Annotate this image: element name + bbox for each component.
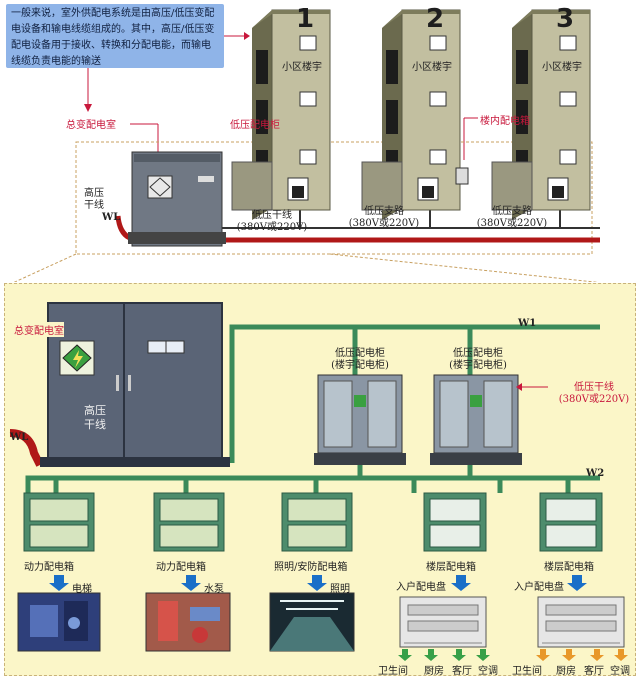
top-wl-label: WL: [102, 212, 121, 223]
box-label-lighting: 照明/安防配电箱: [274, 562, 348, 573]
building-label-1: 小区楼宇: [282, 62, 322, 73]
dist-box-4: [423, 492, 487, 552]
intro-note: 一般来说，室外供配电系统是由高压/低压变配电设备和输电线缆组成的。其中，高压/低…: [6, 4, 224, 68]
building-number-1: 1: [296, 4, 315, 34]
building-number-3: 3: [556, 4, 575, 34]
target-lighting: 照明: [330, 584, 350, 595]
bottom-wl-label: WL: [10, 432, 29, 443]
top-substation: [128, 151, 226, 247]
dist-box-5: [539, 492, 603, 552]
room-ac-1: 空调: [478, 666, 498, 677]
top-lv-branch-label-1: 低压支路 (380V或220V): [348, 206, 420, 229]
photo-elevator: [17, 592, 101, 652]
box-label-floor-1: 楼层配电箱: [426, 562, 476, 573]
bottom-lv-trunk-label: 低压干线 (380V或220V): [558, 382, 630, 405]
bottom-scene: [9, 302, 628, 661]
room-bathroom-2: 卫生间: [512, 666, 542, 677]
room-bathroom-1: 卫生间: [378, 666, 408, 677]
target-pump: 水泵: [204, 584, 224, 595]
top-lv-cabinet-label: 低压配电柜: [230, 120, 280, 131]
bottom-main-substation-label: 总变配电室: [14, 322, 64, 337]
building-label-2: 小区楼宇: [412, 62, 452, 73]
photo-panel-2: [537, 596, 625, 648]
photo-pump: [145, 592, 231, 652]
target-elevator: 电梯: [72, 584, 92, 595]
room-arrows-1: [398, 649, 490, 661]
dist-box-2: [153, 492, 225, 552]
photo-panel-1: [399, 596, 487, 648]
dist-box-1: [23, 492, 95, 552]
w2-label: W2: [586, 468, 605, 479]
top-enclosure: [75, 141, 593, 255]
lv-cabinet-label-2: 低压配电柜 (楼宇配电柜): [449, 348, 507, 371]
box-label-floor-2: 楼层配电箱: [544, 562, 594, 573]
room-arrows-2: [536, 649, 628, 661]
building-3: [491, 9, 591, 220]
dist-box-3: [281, 492, 353, 552]
down-arrows: [49, 575, 587, 591]
target-home-panel-2: 入户配电盘: [514, 582, 564, 593]
lv-cabinet-1: [314, 374, 406, 465]
box-label-power-1: 动力配电箱: [24, 562, 74, 573]
building-label-3: 小区楼宇: [542, 62, 582, 73]
top-main-substation-label: 总变配电室: [66, 120, 116, 131]
top-indoor-box-label: 楼内配电箱: [480, 116, 530, 127]
lv-cabinet-label-1: 低压配电柜 (楼宇配电柜): [331, 348, 389, 371]
photo-lighting: [269, 592, 355, 652]
lv-cabinet-2: [430, 374, 522, 465]
bottom-substation: [40, 302, 230, 467]
top-hv-line-label: 高压 干线: [84, 188, 104, 211]
building-number-2: 2: [426, 4, 445, 34]
room-ac-2: 空调: [610, 666, 630, 677]
top-lv-trunk-label: 低压干线 (380V或220V): [236, 210, 308, 233]
room-kitchen-1: 厨房: [424, 666, 444, 677]
w1-label: W1: [518, 318, 537, 329]
bottom-hv-line-label: 高压 干线: [84, 404, 106, 431]
bottom-hv-cable: [9, 429, 44, 467]
target-home-panel-1: 入户配电盘: [396, 582, 446, 593]
room-living-1: 客厅: [452, 666, 472, 677]
room-living-2: 客厅: [584, 666, 604, 677]
room-kitchen-2: 厨房: [556, 666, 576, 677]
top-scene: [13, 9, 600, 282]
building-2: [361, 9, 469, 220]
box-label-power-2: 动力配电箱: [156, 562, 206, 573]
top-lv-branch-label-2: 低压支路 (380V或220V): [476, 206, 548, 229]
building-1: [231, 9, 331, 220]
